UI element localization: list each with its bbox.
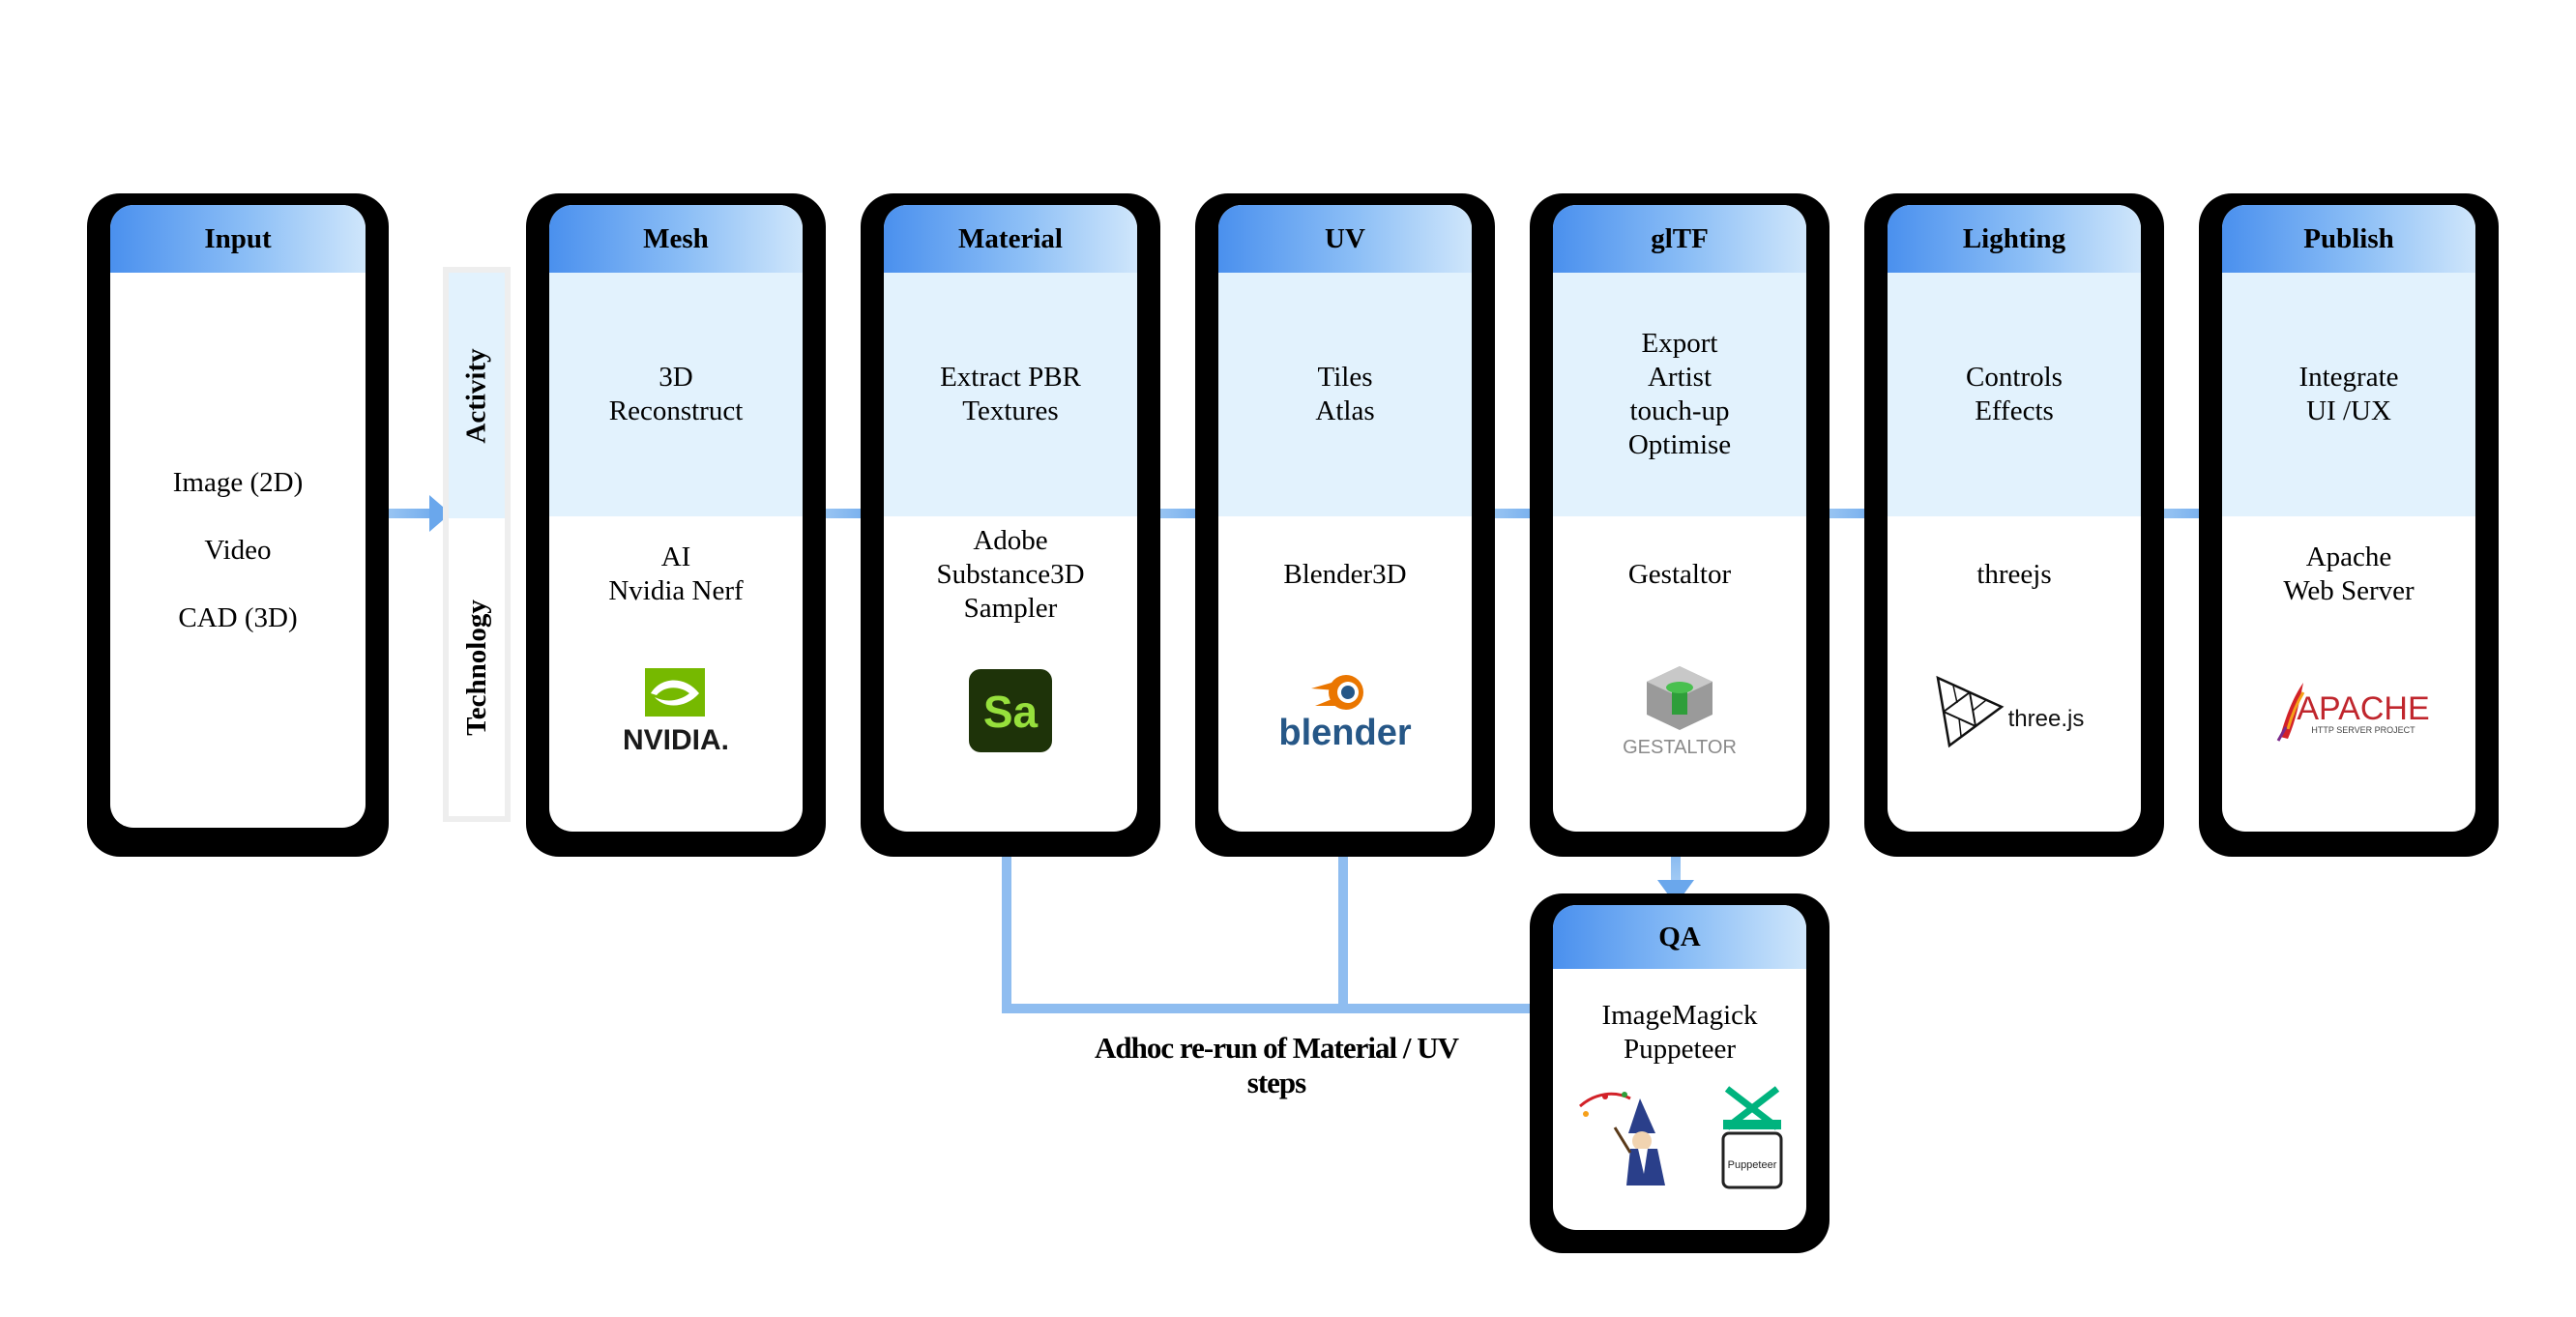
activity-text: Textures [962, 395, 1059, 426]
technology-cell: Apache Web Server [2222, 516, 2475, 632]
stage-title: Material [884, 205, 1137, 273]
input-item-cad: CAD (3D) [178, 602, 298, 633]
technology-cell: Blender3D [1218, 516, 1472, 632]
blender-logo: blender [1218, 658, 1472, 764]
stage-card-lighting: Lighting Controls Effects threejs three.… [1864, 193, 2164, 857]
threejs-logo-text: three.js [2008, 706, 2085, 732]
qa-title: QA [1553, 905, 1806, 969]
activity-text: Integrate [2298, 362, 2399, 393]
stage-title: Mesh [549, 205, 803, 273]
threejs-logo: three.js [1888, 658, 2141, 764]
technology-text: Substance3D [936, 558, 1085, 590]
nvidia-logo: NVIDIA. [549, 658, 803, 764]
activity-text: Artist [1647, 362, 1712, 393]
technology-text: Sampler [963, 592, 1058, 624]
arrow-input-to-mesh [367, 495, 451, 532]
stage-card-material: Material Extract PBR Textures Adobe Subs… [861, 193, 1160, 857]
technology-text: Puppeteer [1624, 1034, 1736, 1065]
activity-label: Activity [460, 347, 492, 444]
technology-text: Gestaltor [1627, 558, 1732, 590]
activity-text: Export [1641, 328, 1718, 359]
stage-card-publish: Publish Integrate UI /UX Apache Web Serv… [2199, 193, 2499, 857]
activity-cell: Export Artist touch-up Optimise [1553, 273, 1806, 516]
puppeteer-logo-text: Puppeteer [1728, 1159, 1777, 1171]
activity-cell: Tiles Atlas [1218, 273, 1472, 516]
input-item-video: Video [204, 535, 272, 566]
gestaltor-logo-text: GESTALTOR [1623, 737, 1737, 757]
activity-cell: Controls Effects [1888, 273, 2141, 516]
stage-card-mesh: Mesh 3D Reconstruct AI Nvidia Nerf NVIDI… [526, 193, 826, 857]
feedback-loop-arrow [989, 829, 1553, 1013]
substance-logo-text: Sa [983, 687, 1039, 737]
activity-text: Extract PBR [940, 362, 1081, 393]
activity-text: touch-up [1629, 395, 1730, 426]
blender-logo-text: blender [1278, 713, 1411, 753]
activity-cell: 3D Reconstruct [549, 273, 803, 516]
technology-cell: threejs [1888, 516, 2141, 632]
apache-logo: APACHE HTTP SERVER PROJECT [2222, 658, 2475, 764]
technology-cell: Adobe Substance3D Sampler [884, 516, 1137, 632]
activity-cell: Extract PBR Textures [884, 273, 1137, 516]
qa-technology-cell: ImageMagick Puppeteer [1553, 994, 1806, 1071]
feedback-loop-caption: Adhoc re-run of Material / UV steps [1095, 1031, 1459, 1099]
imagemagick-logo [1576, 1085, 1683, 1191]
stage-title: Publish [2222, 205, 2475, 273]
stage-title: Lighting [1888, 205, 2141, 273]
technology-cell: AI Nvidia Nerf [549, 516, 803, 632]
nvidia-logo-text: NVIDIA. [623, 724, 729, 756]
stage-title: glTF [1553, 205, 1806, 273]
activity-text: 3D [659, 362, 693, 393]
activity-cell: Integrate UI /UX [2222, 273, 2475, 516]
technology-text: AI [660, 541, 691, 572]
apache-logo-subtext: HTTP SERVER PROJECT [2311, 725, 2415, 735]
input-title: Input [110, 205, 366, 273]
activity-text: Effects [1975, 395, 2054, 426]
stage-title: UV [1218, 205, 1472, 273]
technology-text: Blender3D [1283, 558, 1407, 590]
activity-text: UI /UX [2306, 395, 2391, 426]
technology-cell: Gestaltor [1553, 516, 1806, 632]
technology-text: Web Server [2283, 575, 2415, 606]
substance-sampler-logo: Sa [884, 658, 1137, 764]
technology-text: Adobe [973, 524, 1048, 556]
activity-text: Optimise [1627, 429, 1732, 460]
activity-text: Reconstruct [608, 395, 744, 426]
qa-card: QA ImageMagick Puppeteer Puppeteer [1530, 893, 1830, 1253]
technology-label: Technology [460, 599, 492, 736]
activity-text: Tiles [1317, 362, 1373, 393]
input-item-image: Image (2D) [172, 467, 304, 498]
stage-card-gltf: glTF Export Artist touch-up Optimise Ges… [1530, 193, 1830, 857]
activity-text: Atlas [1315, 395, 1375, 426]
technology-text: ImageMagick [1601, 1000, 1758, 1031]
gestaltor-logo: GESTALTOR [1553, 658, 1806, 764]
activity-text: Controls [1966, 362, 2063, 393]
technology-text: Apache [2305, 541, 2392, 572]
row-labels: Activity Technology [443, 267, 511, 822]
apache-logo-text: APACHE [2297, 690, 2429, 727]
puppeteer-logo: Puppeteer [1713, 1085, 1791, 1191]
technology-text: Nvidia Nerf [608, 575, 744, 606]
input-card: Input Image (2D) Video CAD (3D) [87, 193, 389, 857]
stage-card-uv: UV Tiles Atlas Blender3D blender [1195, 193, 1495, 857]
technology-text: threejs [1976, 558, 2052, 590]
